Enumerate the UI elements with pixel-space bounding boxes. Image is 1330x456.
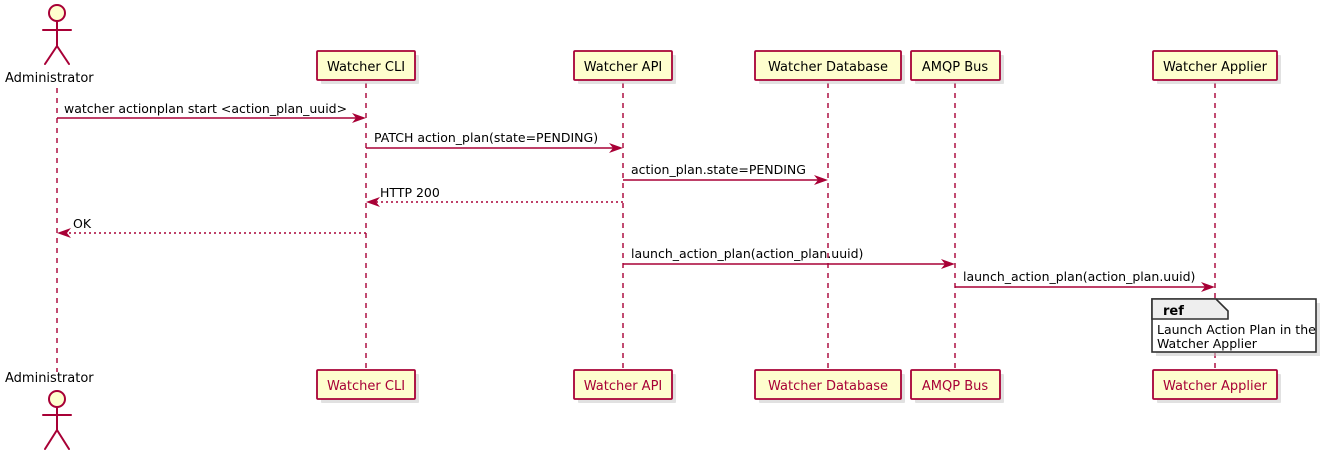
participant-amqp-bus-top[interactable]: AMQP Bus — [910, 50, 1004, 84]
actor-label-administrator-bottom: Administrator — [5, 371, 94, 386]
participant-label-watcher-applier-top: Watcher Applier — [1163, 60, 1268, 75]
message-launch-action-plan-bus-to-applier[interactable]: launch_action_plan(action_plan.uuid) — [955, 269, 1215, 292]
participant-watcher-api-bottom[interactable]: Watcher API — [573, 369, 676, 403]
participant-watcher-cli-top[interactable]: Watcher CLI — [316, 50, 419, 84]
arrow-head-icon-2 — [814, 175, 828, 185]
arrow-head-icon-1 — [609, 143, 623, 153]
participant-label-watcher-api-bottom: Watcher API — [584, 379, 663, 394]
ref-body-line-2: Watcher Applier — [1157, 336, 1258, 351]
message-label-5: launch_action_plan(action_plan.uuid) — [631, 246, 863, 261]
participant-label-watcher-cli-bottom: Watcher CLI — [327, 379, 405, 394]
ref-body-line-1: Launch Action Plan in the — [1157, 322, 1316, 337]
participant-watcher-applier-bottom[interactable]: Watcher Applier — [1152, 369, 1281, 403]
messages-layer: watcher actionplan start <action_plan_uu… — [57, 101, 1215, 292]
participant-boxes-top: Watcher CLI Watcher API Watcher Database… — [316, 50, 1281, 84]
message-patch-action-plan[interactable]: PATCH action_plan(state=PENDING) — [366, 130, 623, 153]
arrow-head-icon-4 — [57, 228, 71, 238]
message-label-0: watcher actionplan start <action_plan_uu… — [64, 101, 347, 116]
participant-watcher-applier-top[interactable]: Watcher Applier — [1152, 50, 1281, 84]
participant-amqp-bus-bottom[interactable]: AMQP Bus — [910, 369, 1004, 403]
participant-label-amqp-bus-top: AMQP Bus — [922, 60, 988, 75]
arrow-head-icon-3 — [366, 197, 380, 207]
participant-label-watcher-database-bottom: Watcher Database — [768, 379, 888, 394]
message-label-2: action_plan.state=PENDING — [631, 162, 806, 177]
message-label-3: HTTP 200 — [380, 185, 440, 200]
ref-block[interactable]: ref Launch Action Plan in the Watcher Ap… — [1151, 298, 1320, 356]
participant-label-watcher-applier-bottom: Watcher Applier — [1163, 379, 1268, 394]
participant-boxes-bottom: Watcher CLI Watcher API Watcher Database… — [316, 369, 1281, 403]
participant-watcher-database-bottom[interactable]: Watcher Database — [754, 369, 905, 403]
arrow-head-icon-6 — [1201, 282, 1215, 292]
stick-figure-icon-bottom — [42, 390, 72, 450]
participant-label-watcher-database-top: Watcher Database — [768, 60, 888, 75]
ref-keyword-label: ref — [1163, 304, 1184, 319]
participant-label-watcher-api-top: Watcher API — [584, 60, 663, 75]
message-label-1: PATCH action_plan(state=PENDING) — [374, 130, 598, 145]
message-launch-action-plan-api-to-bus[interactable]: launch_action_plan(action_plan.uuid) — [623, 246, 955, 269]
participant-watcher-api-top[interactable]: Watcher API — [573, 50, 676, 84]
participant-label-watcher-cli-top: Watcher CLI — [327, 60, 405, 75]
message-action-plan-state-pending[interactable]: action_plan.state=PENDING — [623, 162, 828, 185]
participant-watcher-database-top[interactable]: Watcher Database — [754, 50, 905, 84]
participant-label-amqp-bus-bottom: AMQP Bus — [922, 379, 988, 394]
message-label-6: launch_action_plan(action_plan.uuid) — [963, 269, 1195, 284]
stick-figure-icon — [42, 4, 72, 65]
message-watcher-actionplan-start[interactable]: watcher actionplan start <action_plan_uu… — [57, 101, 366, 123]
arrow-head-icon-5 — [941, 259, 955, 269]
lifelines-layer — [56, 83, 1216, 372]
message-ok[interactable]: OK — [57, 216, 366, 238]
message-http-200[interactable]: HTTP 200 — [366, 185, 623, 207]
arrow-head-icon-0 — [352, 113, 366, 123]
participant-watcher-cli-bottom[interactable]: Watcher CLI — [316, 369, 419, 403]
message-label-4: OK — [73, 216, 92, 231]
actor-label-administrator-top: Administrator — [5, 71, 94, 86]
actor-administrator-bottom[interactable]: Administrator — [5, 371, 94, 450]
actor-administrator-top[interactable]: Administrator — [5, 4, 94, 86]
